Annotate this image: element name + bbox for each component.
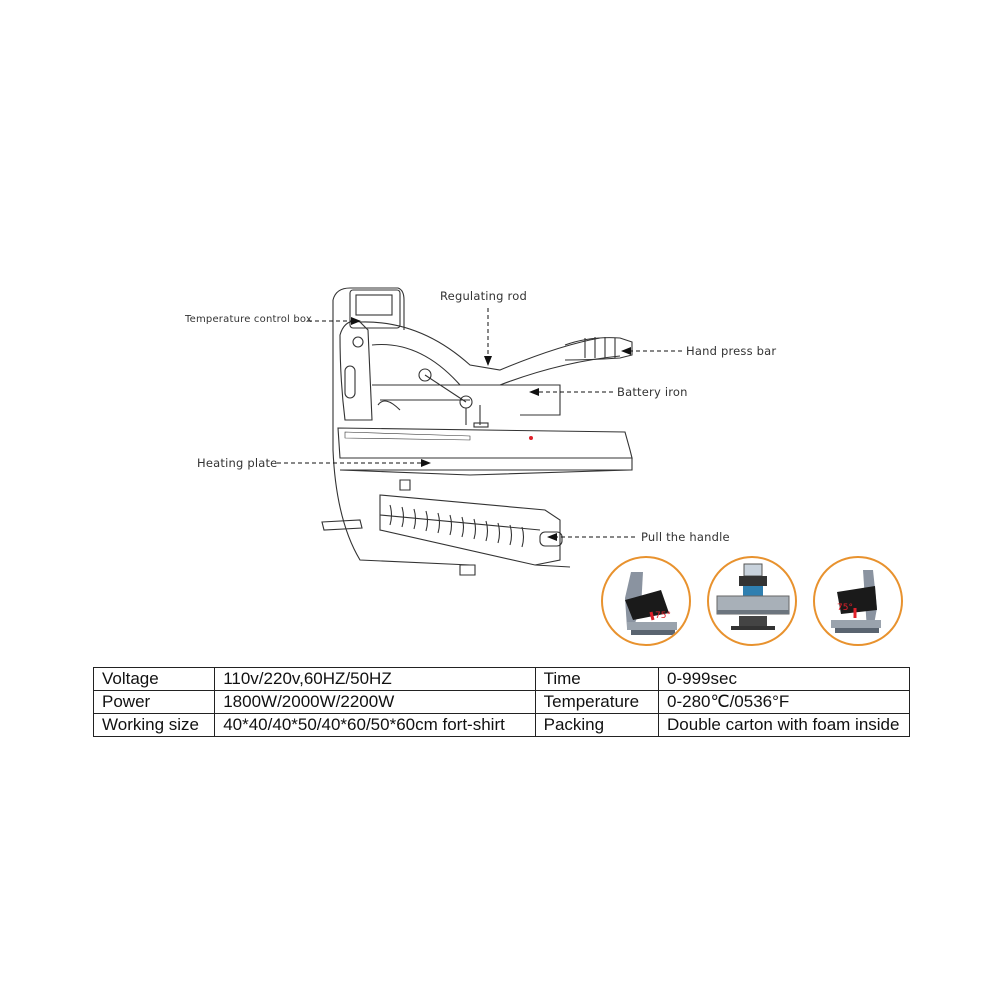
spec-label: Time [534,667,660,691]
spec-label: Voltage [92,667,216,691]
specifications-table: Voltage 110v/220v,60HZ/50HZ Time 0-999se… [92,667,910,737]
table-row: Power 1800W/2000W/2200W Temperature 0-28… [92,690,910,714]
spec-value: 0-280℃/0536°F [658,690,910,714]
table-row: Voltage 110v/220v,60HZ/50HZ Time 0-999se… [92,667,910,691]
heat-press-open-icon: 75° [625,572,677,635]
svg-text:75°: 75° [837,603,853,613]
label-battery-iron: Battery iron [617,385,688,399]
spec-label: Working size [92,713,216,737]
label-regulating-rod: Regulating rod [440,289,527,303]
label-pull-the-handle: Pull the handle [641,530,730,544]
heat-press-open-icon: 75° [831,570,881,633]
spec-label: Packing [534,713,660,737]
spec-value: 1800W/2000W/2200W [214,690,536,714]
label-hand-press-bar: Hand press bar [686,344,777,358]
label-heating-plate: Heating plate [197,456,278,470]
spec-value: 110v/220v,60HZ/50HZ [214,667,536,691]
svg-text:75°: 75° [655,611,671,621]
spec-value: 40*40/40*50/40*60/50*60cm fort-shirt [214,713,536,737]
heat-press-diagram: Temperature control box Regulating rod H… [185,287,903,646]
spec-label: Power [92,690,216,714]
spec-value: 0-999sec [658,667,910,691]
table-row: Working size 40*40/40*50/40*60/50*60cm f… [92,713,910,737]
heat-press-line-drawing [277,287,682,576]
label-temperature-control-box: Temperature control box [185,314,313,325]
thumbnail-front [707,556,797,646]
spec-label: Temperature [534,690,660,714]
thumbnail-open-right: 75° [813,556,903,646]
heat-press-front-icon [716,563,790,630]
thumbnail-open-left: 75° [601,556,691,646]
spec-value: Double carton with foam inside [658,713,910,737]
